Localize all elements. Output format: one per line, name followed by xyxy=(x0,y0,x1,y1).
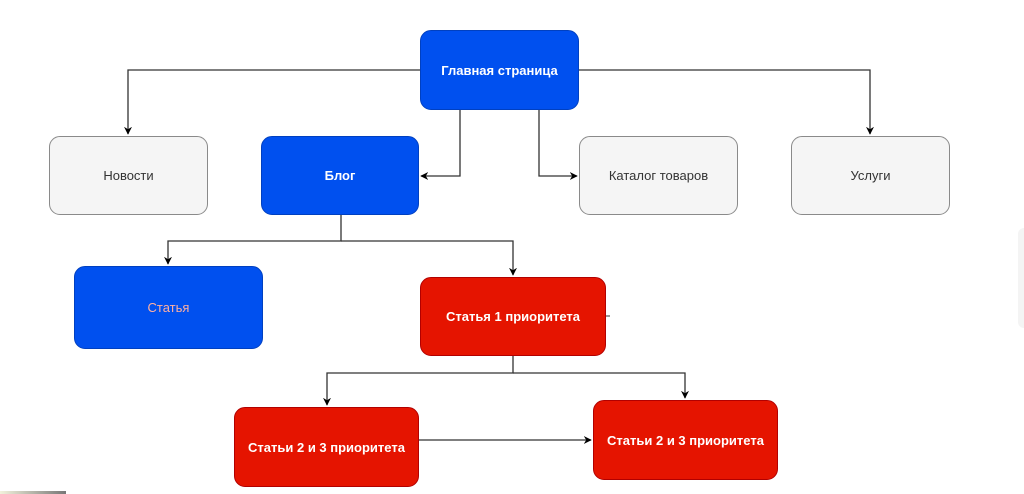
node-articles-priority-2-3-right[interactable]: Статьи 2 и 3 приоритета xyxy=(593,400,778,480)
node-catalog[interactable]: Каталог товаров xyxy=(579,136,738,215)
edge-home-catalog xyxy=(538,110,578,180)
edge-p1-p23b xyxy=(513,372,689,399)
edge-blog-article-p1 xyxy=(341,240,517,276)
node-article[interactable]: Статья xyxy=(74,266,263,349)
edge-home-services xyxy=(579,69,874,135)
edge-blog-article xyxy=(164,215,342,265)
node-services[interactable]: Услуги xyxy=(791,136,950,215)
node-blog[interactable]: Блог xyxy=(261,136,419,215)
node-articles-priority-2-3-left[interactable]: Статьи 2 и 3 приоритета xyxy=(234,407,419,487)
node-home[interactable]: Главная страница xyxy=(420,30,579,110)
edge-home-news xyxy=(124,69,420,135)
edge-panel-fragment xyxy=(1018,228,1024,328)
node-article-priority-1[interactable]: Статья 1 приоритета xyxy=(420,277,606,356)
edge-home-blog xyxy=(420,110,461,180)
node-news[interactable]: Новости xyxy=(49,136,208,215)
bottom-strip-fragment xyxy=(0,491,66,494)
edge-p1-p23a xyxy=(323,356,514,406)
